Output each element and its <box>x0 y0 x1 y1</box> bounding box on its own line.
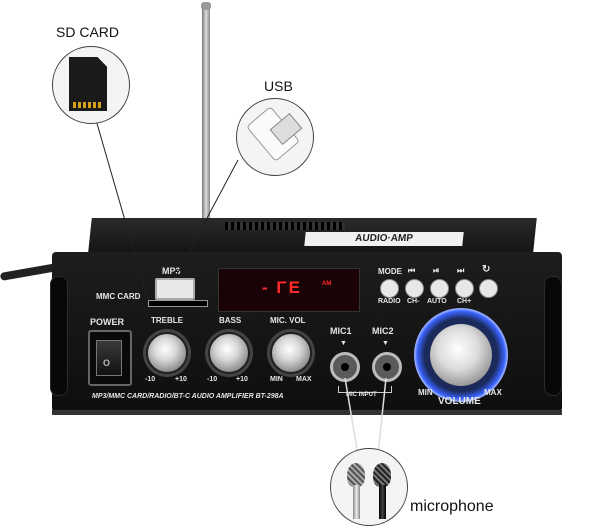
mic2-arrow: ▼ <box>382 340 389 347</box>
usb-callout <box>236 98 314 176</box>
power-switch[interactable] <box>96 340 122 376</box>
repeat-icon: ↻ <box>482 264 491 275</box>
usb-callout-label: USB <box>264 78 293 94</box>
top-vent <box>225 222 345 230</box>
mic2-jack[interactable] <box>372 352 402 382</box>
treble-max-label: +10 <box>175 376 187 383</box>
mic-input-bracket <box>338 386 392 393</box>
ch-plus-label: CH+ <box>457 298 472 305</box>
microphone-callout-label: microphone <box>410 498 494 515</box>
model-description: MP3/MMC CARD/RADIO/BT-C AUDIO AMPLIFIER … <box>92 393 284 400</box>
sd-card-callout <box>52 46 130 124</box>
volume-max-label: MAX <box>484 388 502 397</box>
microphone-callout <box>330 448 408 526</box>
sd-card-callout-label: SD CARD <box>56 24 120 40</box>
sd-card-contacts <box>73 102 103 108</box>
treble-label: TREBLE <box>151 316 183 325</box>
mic-input-label: MIC INPUT <box>346 392 377 398</box>
mic-vol-max-label: MAX <box>296 376 312 383</box>
right-side-handle <box>544 276 562 396</box>
mic1-arrow: ▼ <box>340 340 347 347</box>
prev-icon: ⏮ <box>408 266 416 275</box>
treble-knob[interactable] <box>146 332 188 374</box>
antenna <box>202 4 210 222</box>
microphone-icon-black <box>373 463 391 487</box>
next-button[interactable] <box>455 279 474 298</box>
bass-knob[interactable] <box>208 332 250 374</box>
mmc-card-label: MMC CARD <box>96 292 141 301</box>
mic2-label: MIC2 <box>372 326 394 336</box>
repeat-button[interactable] <box>479 279 498 298</box>
auto-label: AUTO <box>427 298 447 305</box>
led-display <box>218 268 360 312</box>
prev-button[interactable] <box>405 279 424 298</box>
mode-button[interactable] <box>380 279 399 298</box>
microphone-handle-silver <box>353 485 360 519</box>
bass-max-label: +10 <box>236 376 248 383</box>
microphone-handle-black <box>379 485 386 519</box>
play-pause-button[interactable] <box>430 279 449 298</box>
bass-label: BASS <box>219 316 242 325</box>
mic-vol-min-label: MIN <box>270 376 283 383</box>
bass-min-label: -10 <box>207 376 218 383</box>
amp-base <box>52 410 562 415</box>
microphone-icon-silver <box>347 463 365 487</box>
volume-knob[interactable] <box>430 324 492 386</box>
display-mode-indicator: AM <box>322 281 332 287</box>
mic-vol-label: MIC. VOL <box>270 316 306 325</box>
mode-label: MODE <box>378 267 402 276</box>
volume-label: VOLUME <box>438 396 481 407</box>
play-pause-icon: ⏯ <box>433 266 440 275</box>
left-side-handle <box>50 276 68 396</box>
mp3-label: MP3 <box>162 266 181 276</box>
mic1-label: MIC1 <box>330 326 352 336</box>
display-readout: - ΓE <box>262 278 302 297</box>
ch-minus-label: CH- <box>407 298 420 305</box>
power-off-mark: O <box>103 358 111 368</box>
sd-card-slot[interactable] <box>148 300 208 307</box>
antenna-tip <box>201 2 211 10</box>
power-label: POWER <box>90 317 125 327</box>
treble-min-label: -10 <box>145 376 156 383</box>
radio-label: RADIO <box>378 298 401 305</box>
next-icon: ⏭ <box>457 266 465 275</box>
mic-volume-knob[interactable] <box>270 332 312 374</box>
volume-min-label: MIN <box>418 388 433 397</box>
usb-port[interactable] <box>155 278 195 300</box>
